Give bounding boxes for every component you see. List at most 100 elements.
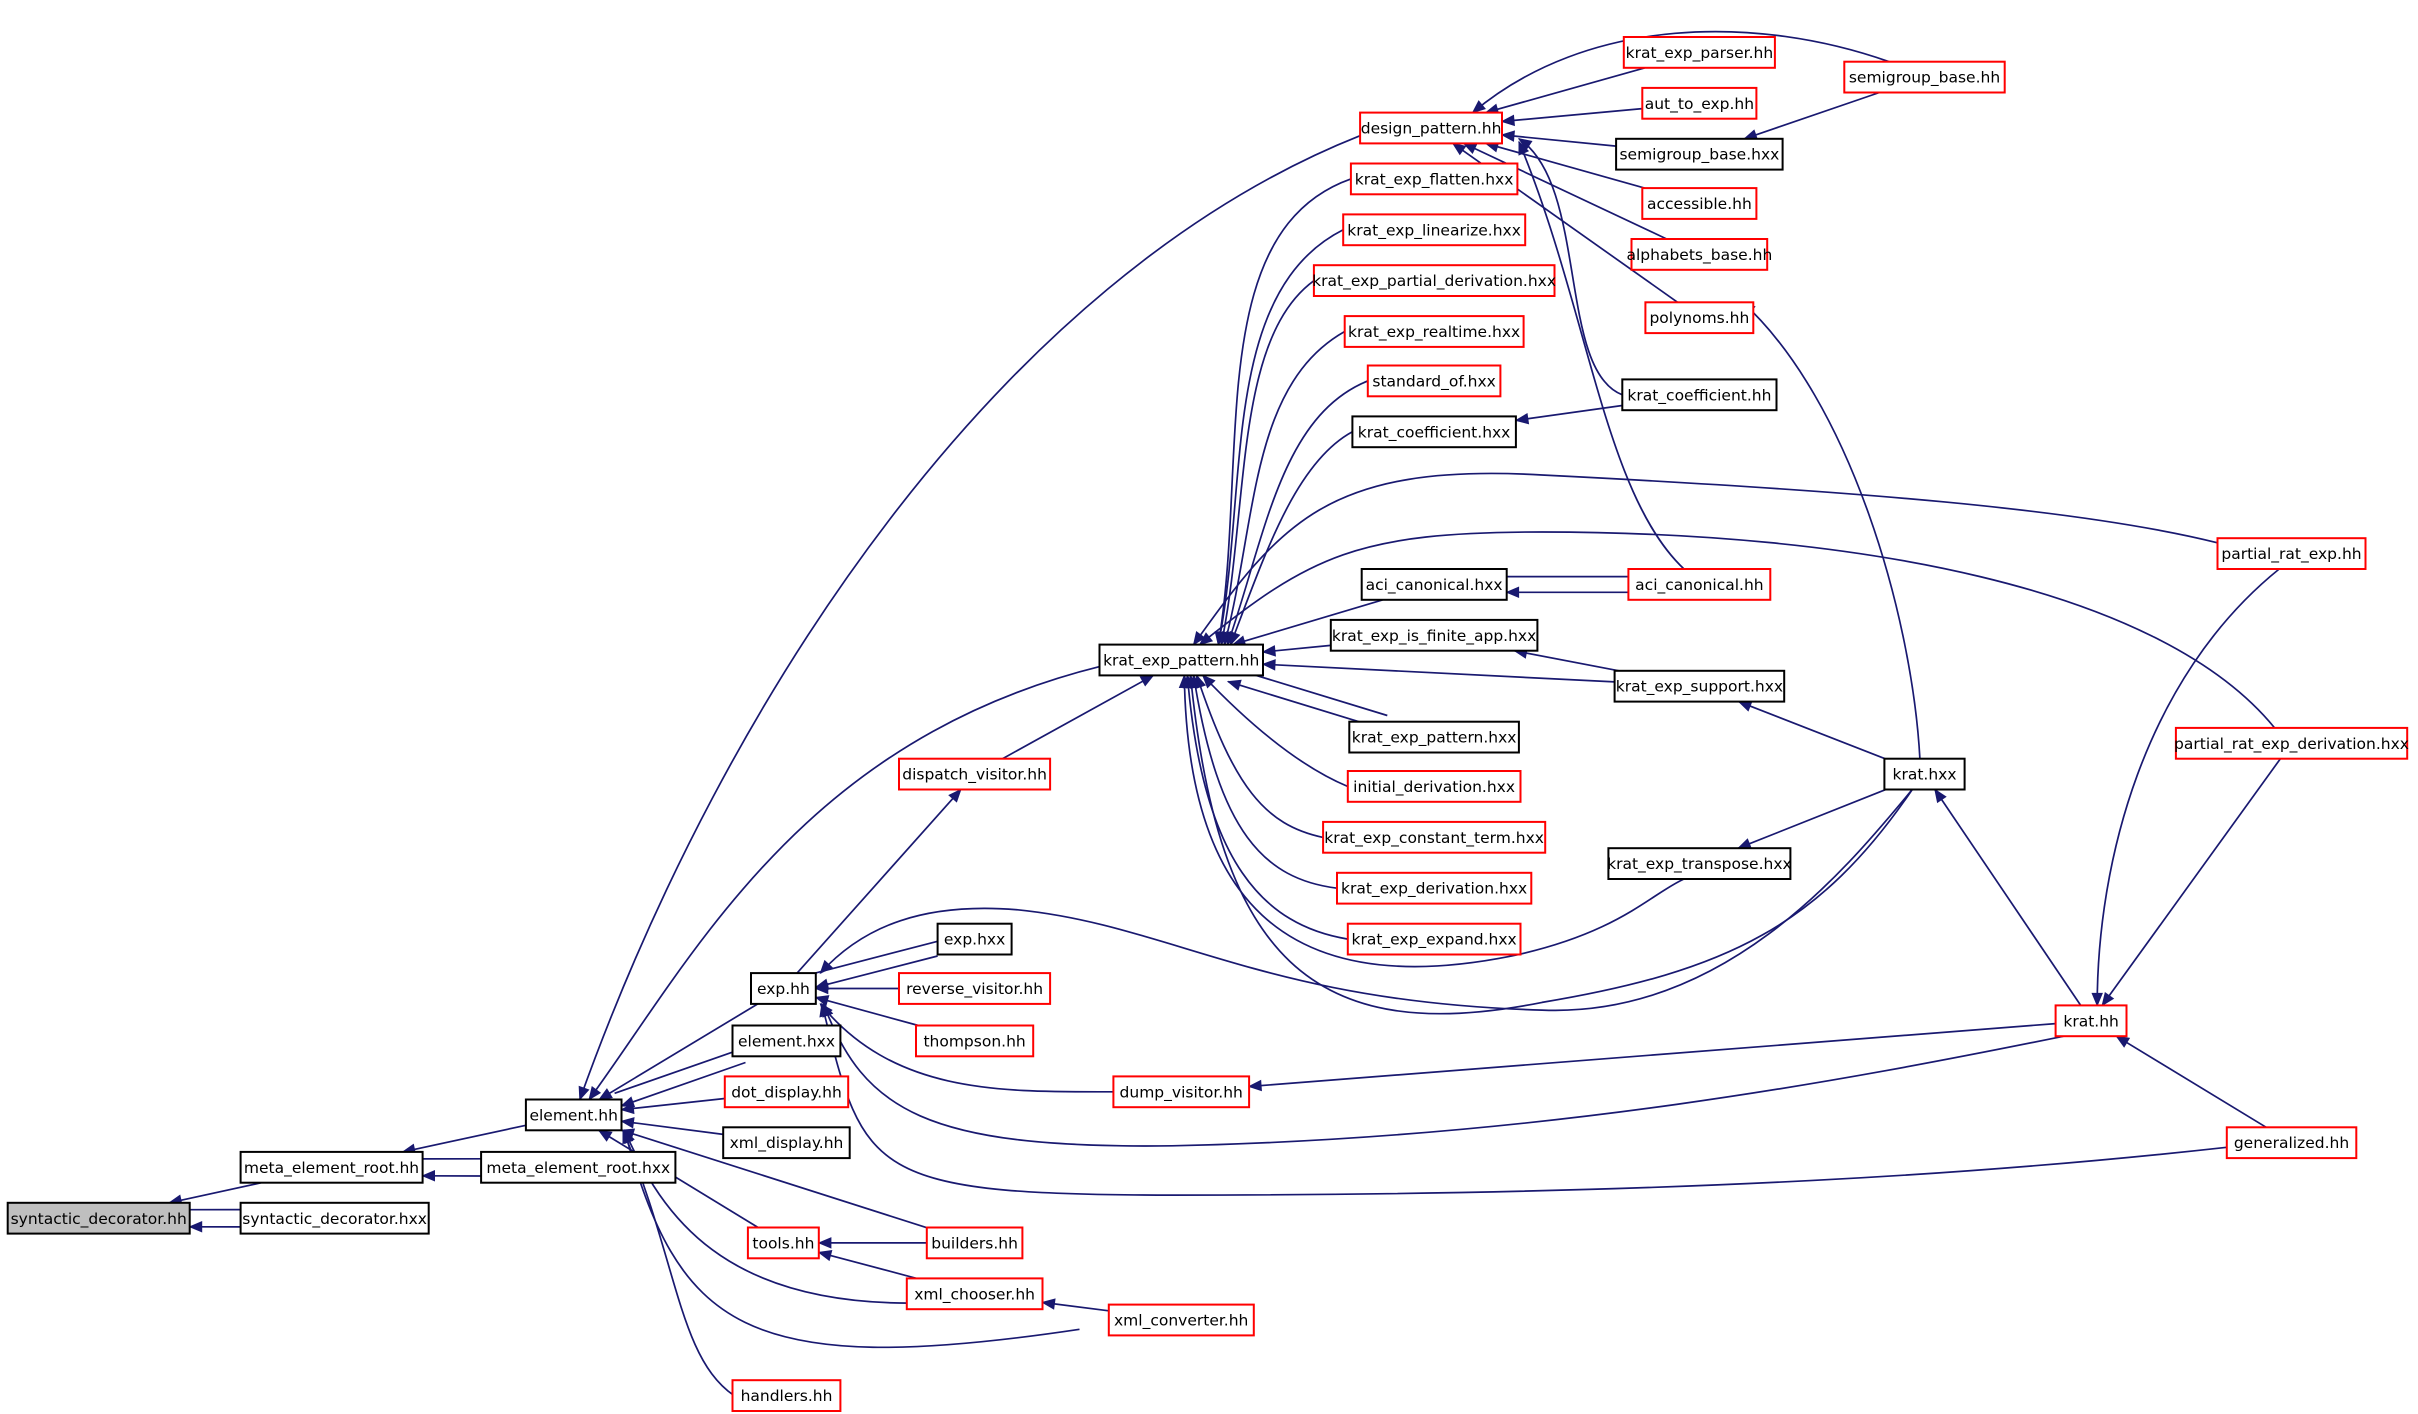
node-meta-element-root-hxx[interactable]: meta_element_root.hxx (480, 1150, 677, 1184)
node-thompson-hh[interactable]: thompson.hh (915, 1024, 1035, 1058)
node-krat-exp-support-hxx[interactable]: krat_exp_support.hxx (1613, 669, 1786, 703)
edge-line (1934, 789, 2082, 1006)
edge-element.hh-xml_display.hh (620, 1117, 724, 1136)
node-box (1346, 770, 1522, 803)
node-label: syntactic_decorator.hh (11, 1210, 187, 1229)
edge-krat_exp_pattern.hh-initial_derivation.hxx (1201, 674, 1349, 788)
edge-line (1738, 700, 1886, 760)
node-krat-coefficient-hh[interactable]: krat_coefficient.hh (1621, 378, 1778, 412)
node-label: krat.hh (2063, 1012, 2119, 1030)
graph-nodes: syntactic_decorator.hh meta_element_root.… (6, 36, 2409, 1412)
node-box (480, 1150, 677, 1184)
node-krat-exp-partial-derivation-hxx[interactable]: krat_exp_partial_derivation.hxx (1312, 264, 1556, 298)
node-krat-exp-linearize-hxx[interactable]: krat_exp_linearize.hxx (1342, 213, 1527, 247)
node-krat-exp-is-finite-app-hxx[interactable]: krat_exp_is_finite_app.hxx (1329, 618, 1539, 652)
node-dot-display-hh[interactable]: dot_display.hh (723, 1075, 850, 1109)
node-handlers-hh[interactable]: handlers.hh (731, 1379, 842, 1412)
node-box (1343, 315, 1525, 348)
node-partial-rat-exp-derivation-hxx[interactable]: partial_rat_exp_derivation.hxx (2174, 726, 2409, 760)
arrowhead (2115, 1035, 2131, 1048)
node-krat-exp-realtime-hxx[interactable]: krat_exp_realtime.hxx (1343, 315, 1525, 348)
node-design-pattern-hh[interactable]: design_pattern.hh (1359, 111, 1503, 145)
node-initial-derivation-hxx[interactable]: initial_derivation.hxx (1346, 770, 1522, 803)
node-label: partial_rat_exp_derivation.hxx (2174, 735, 2409, 754)
node-krat-exp-derivation-hxx[interactable]: krat_exp_derivation.hxx (1336, 871, 1533, 905)
arrowhead (597, 1129, 613, 1142)
arrowhead (1451, 142, 1467, 156)
node-box (905, 1277, 1044, 1311)
node-element-hxx[interactable]: element.hxx (731, 1024, 842, 1058)
node-krat-coefficient-hxx[interactable]: krat_coefficient.hxx (1351, 415, 1517, 449)
edge-krat_exp_pattern.hh-krat_exp_derivation.hxx (1189, 674, 1338, 890)
node-label: xml_converter.hh (1114, 1312, 1248, 1331)
node-krat-exp-pattern-hxx[interactable]: krat_exp_pattern.hxx (1348, 720, 1520, 754)
node-xml-chooser-hh[interactable]: xml_chooser.hh (905, 1277, 1044, 1311)
node-accessible-hh[interactable]: accessible.hh (1641, 187, 1758, 220)
node-exp-hxx[interactable]: exp.hxx (936, 922, 1013, 956)
edge-krat.hxx-krat.hh (1934, 788, 2082, 1006)
node-tools-hh[interactable]: tools.hh (746, 1226, 820, 1260)
node-box (239, 1201, 430, 1235)
node-krat-exp-flatten-hxx[interactable]: krat_exp_flatten.hxx (1349, 162, 1519, 196)
edge-line (1220, 280, 1315, 645)
node-krat-exp-pattern-hh[interactable]: krat_exp_pattern.hh (1098, 643, 1264, 677)
edge-line (1183, 675, 1685, 968)
node-label: krat_coefficient.hh (1627, 386, 1771, 405)
edge-line (621, 1120, 724, 1136)
edge-tools.hh-builders.hh (817, 1237, 927, 1249)
edge-line (578, 134, 1361, 1100)
node-alphabets-base-hh[interactable]: alphabets_base.hh (1627, 238, 1773, 271)
node-builders-hh[interactable]: builders.hh (925, 1226, 1024, 1260)
node-box (1641, 86, 1758, 120)
edge-line (169, 1181, 262, 1204)
node-box (1883, 757, 1966, 791)
arrowhead (578, 1085, 590, 1101)
node-krat-hh[interactable]: krat.hh (2054, 1004, 2128, 1038)
node-aci-canonical-hxx[interactable]: aci_canonical.hxx (1360, 568, 1508, 601)
node-reverse-visitor-hh[interactable]: reverse_visitor.hh (898, 972, 1052, 1005)
node-krat-hxx[interactable]: krat.hxx (1883, 757, 1966, 791)
edge-exp.hh-krat.hxx (819, 789, 1913, 1012)
node-box (1312, 264, 1556, 298)
node-exp-hh[interactable]: exp.hh (750, 972, 817, 1005)
edge-line (822, 1003, 2064, 1147)
node-syntactic-decorator-hxx[interactable]: syntactic_decorator.hxx (239, 1201, 430, 1235)
edge-line (1262, 663, 1615, 683)
node-partial-rat-exp-hh[interactable]: partial_rat_exp.hh (2216, 537, 2367, 571)
node-krat-exp-parser-hh[interactable]: krat_exp_parser.hh (1622, 36, 1776, 69)
edge-line (621, 1097, 725, 1111)
node-polynoms-hh[interactable]: polynoms.hh (1644, 301, 1755, 335)
node-box (1336, 871, 1533, 905)
edge-krat_exp_transpose.hxx-krat.hxx (1736, 788, 1887, 849)
node-xml-display-hh[interactable]: xml_display.hh (722, 1126, 851, 1160)
node-semigroup-base-hh[interactable]: semigroup_base.hh (1843, 60, 2006, 94)
node-box (1342, 213, 1527, 247)
node-generalized-hh[interactable]: generalized.hh (2225, 1126, 2358, 1160)
arrowhead (1518, 140, 1530, 156)
edge-element.hh-dot_display.hh (620, 1097, 725, 1115)
edge-line (1742, 301, 1921, 759)
node-label: semigroup_base.hh (1849, 69, 2000, 88)
edge-krat_exp_pattern.hh-standard_of.hxx (1226, 380, 1369, 646)
node-label: krat_exp_parser.hh (1626, 44, 1774, 63)
node-xml-converter-hh[interactable]: xml_converter.hh (1107, 1303, 1255, 1337)
edge-line (1514, 649, 1620, 672)
node-label: element.hxx (738, 1032, 835, 1050)
node-semigroup-base-hxx[interactable]: semigroup_base.hxx (1615, 137, 1784, 171)
node-dispatch-visitor-hh[interactable]: dispatch_visitor.hh (898, 757, 1052, 791)
edge-krat_exp_pattern.hh-dispatch_visitor.hh (1002, 674, 1155, 760)
node-krat-exp-transpose-hxx[interactable]: krat_exp_transpose.hxx (1607, 847, 1792, 881)
arrowhead (819, 1002, 831, 1018)
arrowhead (1505, 586, 1520, 599)
node-krat-exp-constant-term-hxx[interactable]: krat_exp_constant_term.hxx (1322, 820, 1547, 854)
node-aut-to-exp-hh[interactable]: aut_to_exp.hh (1641, 86, 1758, 120)
node-element-hh[interactable]: element.hh (524, 1098, 623, 1132)
edge-dispatch_visitor.hh-exp.hh (796, 788, 962, 974)
node-box (1622, 36, 1776, 69)
node-krat-exp-expand-hxx[interactable]: krat_exp_expand.hxx (1346, 922, 1522, 956)
node-standard-of-hxx[interactable]: standard_of.hxx (1366, 364, 1502, 398)
edge-line (1217, 229, 1344, 645)
node-aci-canonical-hh[interactable]: aci_canonical.hh (1627, 568, 1772, 601)
node-dump-visitor-hh[interactable]: dump_visitor.hh (1112, 1075, 1251, 1109)
node-meta-element-root-hh[interactable]: meta_element_root.hh (239, 1150, 424, 1184)
